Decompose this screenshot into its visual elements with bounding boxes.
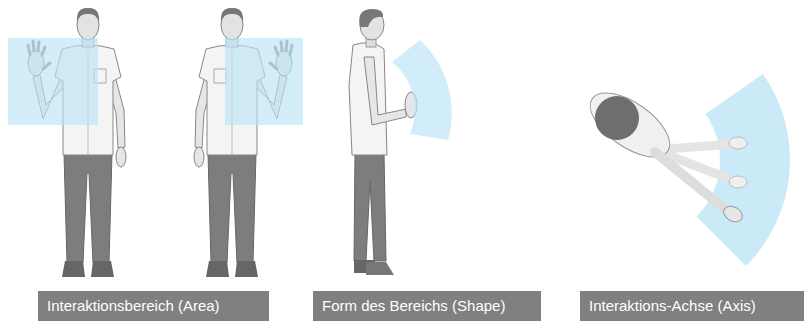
caption-text: Form des Bereichs (Shape) (322, 297, 505, 315)
interaction-area (225, 38, 303, 125)
caption-box: Interaktions-Achse (Axis) (580, 291, 804, 321)
interaction-area (8, 38, 98, 125)
caption-text: Interaktionsbereich (Area) (47, 297, 220, 315)
hand (721, 203, 745, 225)
caption-box: Form des Bereichs (Shape) (313, 291, 541, 321)
caption-box: Interaktionsbereich (Area) (38, 291, 269, 321)
ghost-hand (729, 137, 747, 149)
caption-text: Interaktions-Achse (Axis) (589, 297, 756, 315)
pants (354, 153, 386, 261)
arm (655, 152, 726, 210)
ghost-hand (729, 176, 747, 188)
hair (359, 9, 383, 27)
top-person (580, 81, 747, 225)
interaction-shape (392, 40, 452, 140)
side-person (349, 9, 417, 275)
shoe (366, 262, 394, 275)
head (595, 96, 639, 140)
head (360, 10, 384, 40)
